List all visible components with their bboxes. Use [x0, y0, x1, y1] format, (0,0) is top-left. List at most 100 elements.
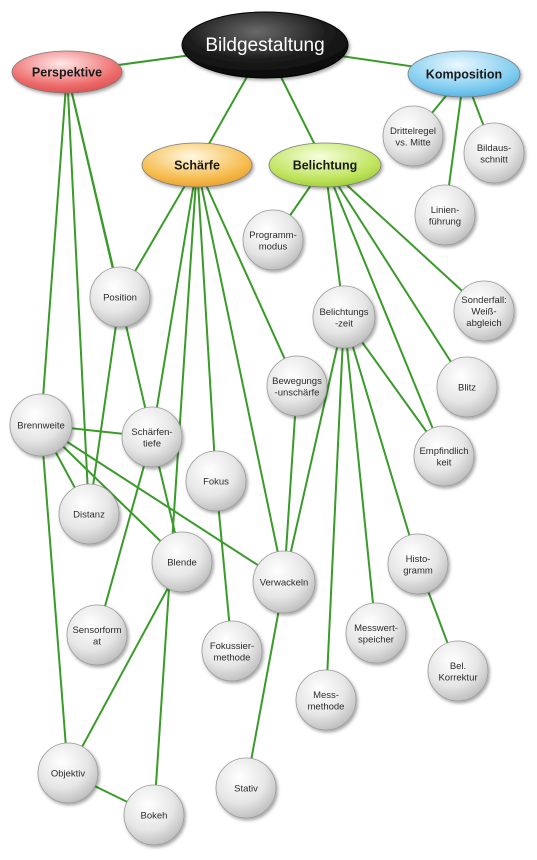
edge-schaerfe-bewegung [196, 164, 298, 387]
node-label-line: Programm- [249, 230, 297, 241]
edge-belichtung-sonderfall [324, 164, 485, 312]
edge-brennweite-blende [40, 424, 183, 563]
edge-schaerfe-schaerfentiefe [151, 164, 198, 438]
node-objektiv[interactable]: Objektiv [37, 742, 99, 804]
node-position[interactable]: Position [89, 266, 151, 328]
edge-schaerfe-verwackeln [196, 164, 285, 583]
node-label-line: Bel. [450, 661, 466, 672]
node-label-line: -zeit [335, 318, 353, 329]
node-distanz[interactable]: Distanz [58, 483, 120, 545]
edge-belichtungszeit-messwertspeicher [343, 316, 377, 634]
node-label-line: Schärfen- [131, 427, 172, 438]
node-stativ[interactable]: Stativ [215, 757, 277, 819]
node-histogramm[interactable]: Histo-gramm [387, 533, 449, 595]
node-label-line: Histo- [406, 554, 431, 565]
node-blende[interactable]: Blende [151, 531, 213, 593]
category-label: Belichtung [293, 159, 358, 173]
category-node-belichtung[interactable]: Belichtung [268, 142, 382, 188]
category-label: Perspektive [32, 66, 102, 80]
node-label-line: Belichtungs [319, 307, 368, 318]
node-label-line: gramm [403, 565, 433, 576]
node-messwertspeicher[interactable]: Messwert-speicher [345, 602, 407, 664]
node-label-line: Korrektur [438, 672, 477, 683]
node-label-line: Brennweite [17, 421, 65, 432]
node-belichtungszeit[interactable]: Belichtungs-zeit [312, 285, 376, 349]
edge-schaerfe-fokus [196, 164, 217, 482]
node-verwackeln[interactable]: Verwackeln [252, 550, 316, 614]
node-linienfuehrung[interactable]: Linien-führung [414, 184, 476, 246]
category-node-komposition[interactable]: Komposition [407, 50, 521, 98]
node-bokeh[interactable]: Bokeh [123, 784, 185, 846]
node-label-line: Messwert- [354, 623, 398, 634]
node-label-line: keit [437, 457, 452, 468]
node-schaerfentiefe[interactable]: Schärfen-tiefe [121, 406, 183, 468]
node-label-line: führung [429, 216, 461, 227]
node-label-line: vs. Mitte [395, 137, 430, 148]
edge-belichtungszeit-messmethode [325, 316, 345, 701]
node-belkorrektur[interactable]: Bel.Korrektur [427, 640, 489, 702]
node-label-line: schnitt [480, 154, 508, 165]
node-label-line: Objektiv [51, 769, 86, 780]
node-label-line: Position [103, 293, 137, 304]
node-label-line: at [93, 636, 101, 647]
node-label-line: Stativ [234, 784, 258, 795]
node-label-line: Weiß- [471, 307, 496, 318]
node-label-line: Bewegungs [272, 376, 322, 387]
node-label-line: Sensorform [72, 625, 121, 636]
edge-brennweite-verwackeln [40, 424, 285, 583]
node-label-line: Mess- [313, 690, 339, 701]
node-programmmodus[interactable]: Programm-modus [242, 209, 304, 271]
edge-perspektive-distanz [66, 71, 90, 515]
edge-belichtung-blitz [324, 164, 468, 388]
node-label-line: Fokus [203, 477, 229, 488]
node-fokussiermethode[interactable]: Fokussier-methode [201, 620, 263, 682]
node-label-line: methode [308, 701, 345, 712]
node-blitz[interactable]: Blitz [436, 356, 498, 418]
node-label-line: speicher [358, 634, 394, 645]
node-label-line: Linien- [431, 205, 460, 216]
edge-brennweite-objektiv [40, 424, 69, 774]
node-fokus[interactable]: Fokus [185, 450, 247, 512]
node-label-line: modus [259, 241, 288, 252]
category-label: Schärfe [174, 159, 220, 173]
root-node[interactable]: Bildgestaltung [181, 11, 349, 79]
node-label-line: Verwackeln [260, 578, 309, 589]
node-label-line: Empfindlich [419, 446, 468, 457]
node-sonderfall[interactable]: Sonderfall:Weiß-abgleich [453, 280, 515, 342]
edge-blende-objektiv [67, 561, 183, 774]
node-label-line: Blende [167, 558, 197, 569]
edge-perspektive-brennweite [40, 71, 68, 426]
node-messmethode[interactable]: Mess-methode [295, 669, 357, 731]
node-label-line: -unschärfe [275, 387, 320, 398]
node-label-line: Drittelregel [390, 126, 436, 137]
node-label-line: Blitz [458, 383, 476, 394]
category-label: Komposition [426, 68, 502, 82]
node-label-line: Fokussier- [210, 641, 254, 652]
edge-verwackeln-stativ [245, 581, 285, 789]
node-bewegung[interactable]: Bewegungs-unschärfe [266, 355, 328, 417]
category-node-perspektive[interactable]: Perspektive [11, 50, 123, 94]
edge-schaerfentiefe-sensorformat [96, 436, 153, 636]
edge-bewegung-verwackeln [283, 385, 298, 583]
node-bildausschnitt[interactable]: Bildaus-schnitt [463, 122, 525, 184]
node-label-line: Distanz [73, 510, 105, 521]
root-label: Bildgestaltung [205, 35, 324, 56]
edge-position-distanz [88, 296, 121, 515]
category-node-schaerfe[interactable]: Schärfe [141, 142, 253, 188]
node-brennweite[interactable]: Brennweite [9, 393, 73, 457]
node-label-line: abgleich [466, 318, 501, 329]
node-label-line: Bildaus- [477, 143, 511, 154]
node-label-line: Sonderfall: [461, 295, 506, 306]
node-label-line: tiefe [143, 438, 161, 449]
edge-schaerfe-bokeh [153, 164, 198, 816]
edge-belichtungszeit-verwackeln [283, 316, 345, 583]
edge-perspektive-schaerfentiefe [66, 71, 153, 438]
edge-belichtung-empfindlichkeit [324, 164, 445, 457]
node-label-line: methode [214, 652, 251, 663]
edge-belichtungszeit-histogramm [343, 316, 419, 565]
